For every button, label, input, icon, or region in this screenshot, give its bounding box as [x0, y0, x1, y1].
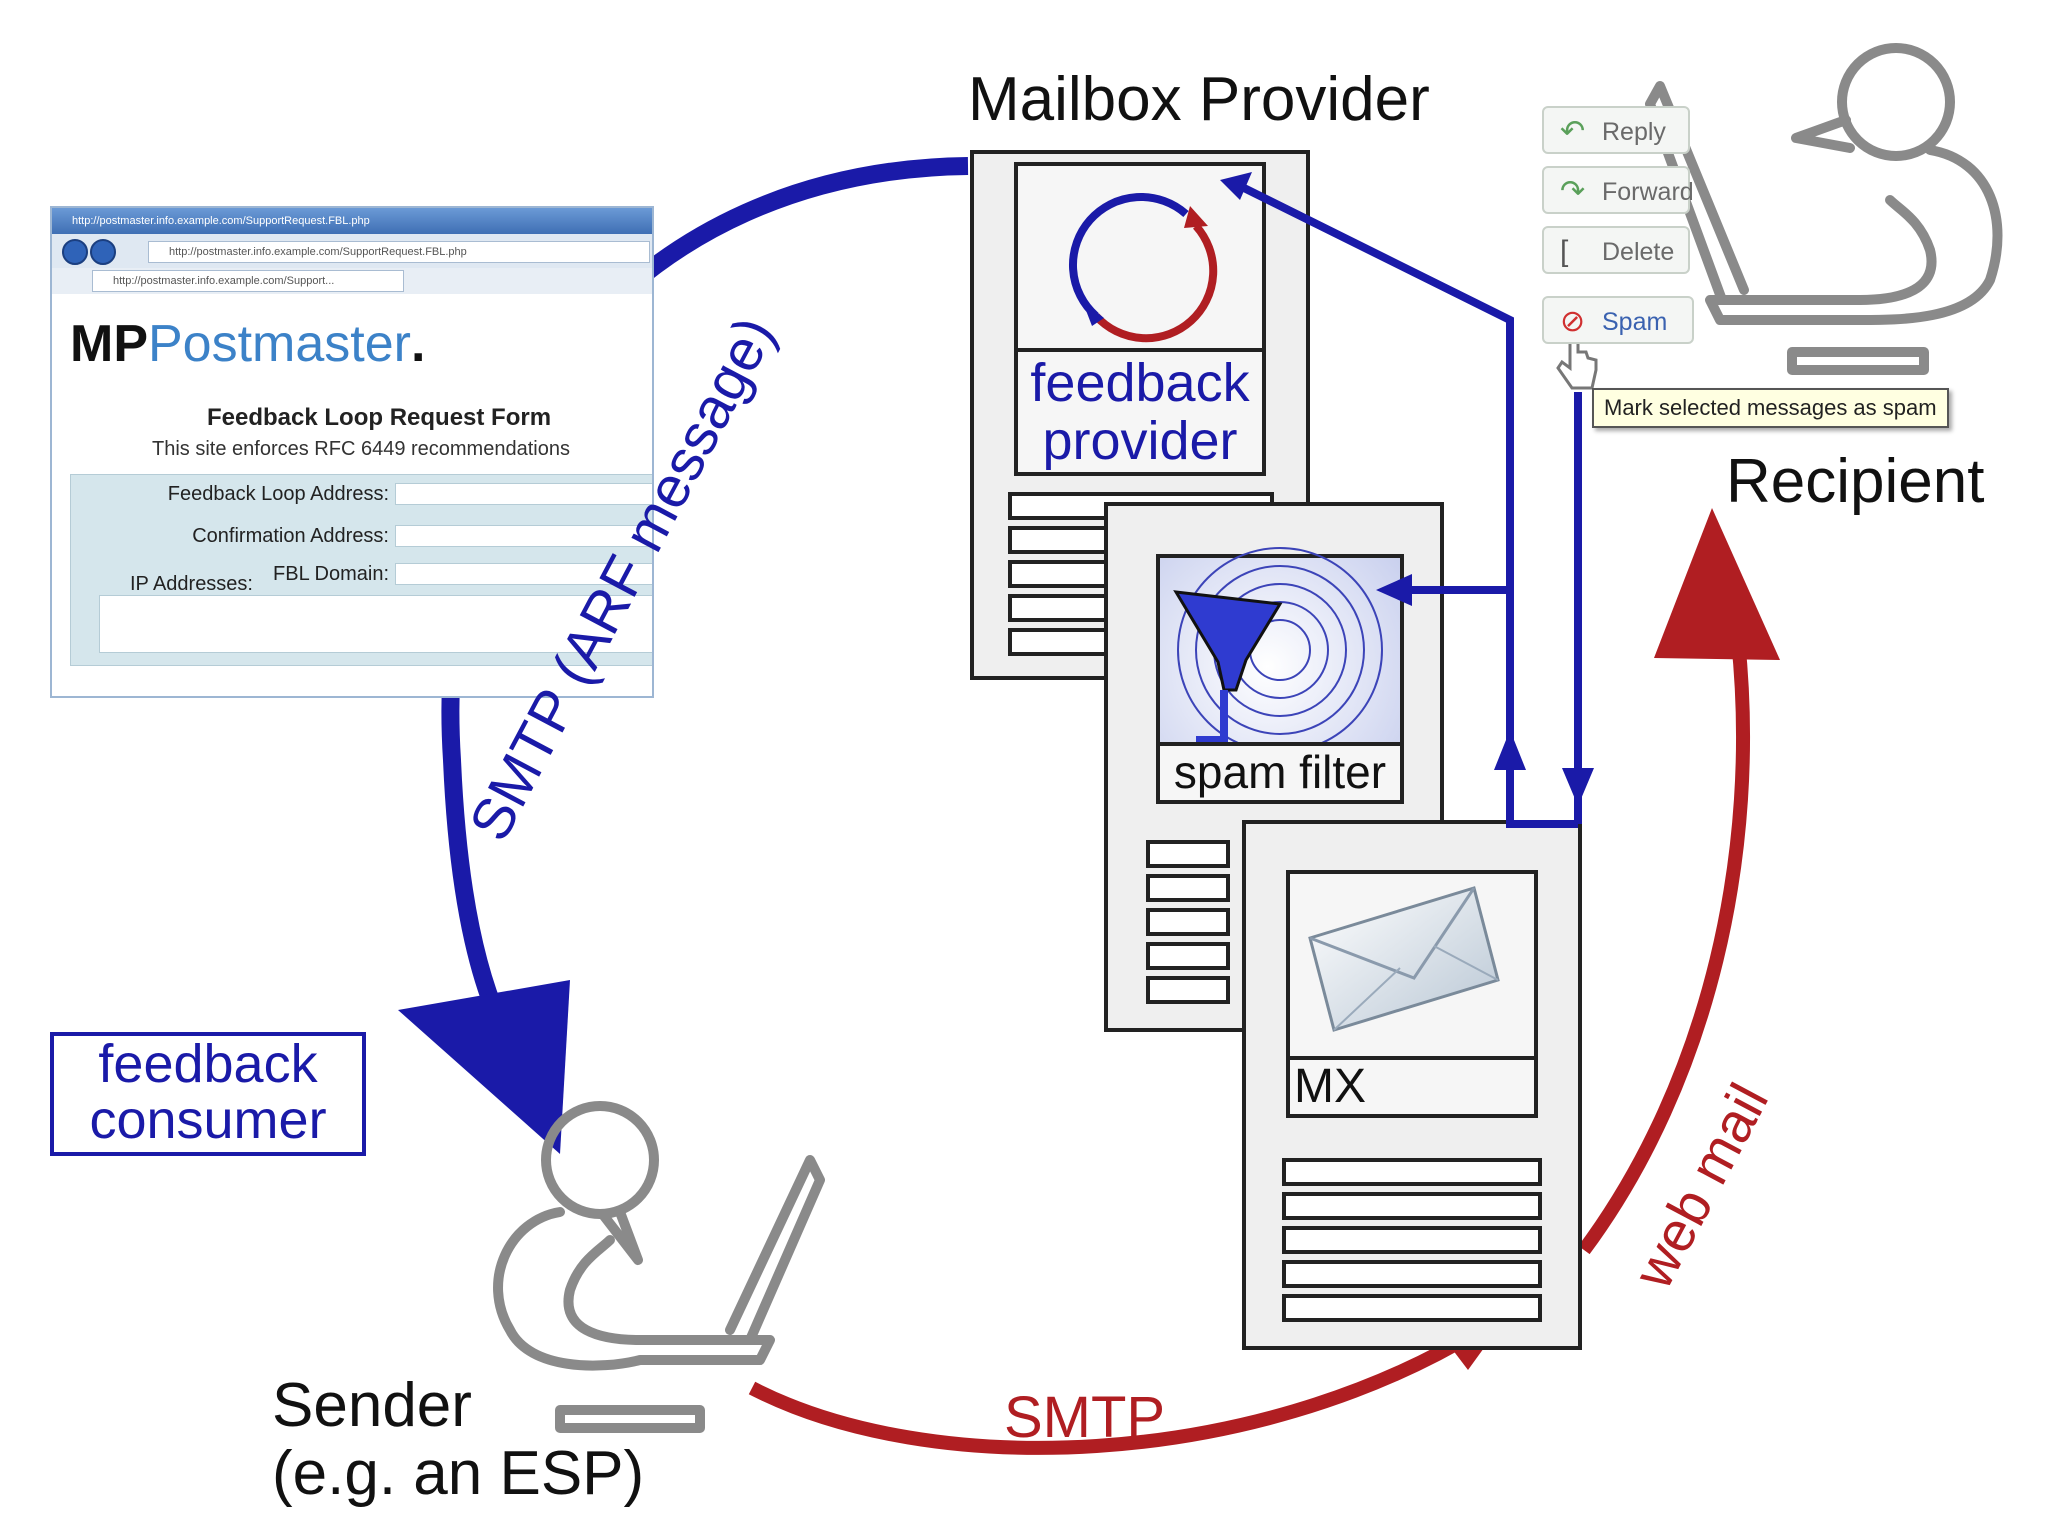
fbl-request-form: Feedback Loop Address: Confirmation Addr…	[70, 474, 652, 666]
internal-flow	[1238, 182, 1582, 828]
spam-button[interactable]: ⊘Spam	[1542, 296, 1694, 344]
recipient-label: Recipient	[1726, 447, 1985, 516]
recipient-person-icon	[1645, 43, 2003, 375]
no-entry-icon: ⊘	[1560, 305, 1586, 338]
browser-title-bar: http://postmaster.info.example.com/Suppo…	[52, 208, 652, 234]
fbl-domain-label: FBL Domain:	[273, 563, 389, 585]
feedback-loop-address-label: Feedback Loop Address:	[167, 483, 389, 505]
feedback-loop-address-input[interactable]	[395, 483, 652, 505]
browser-page: MPPostmaster. Feedback Loop Request Form…	[52, 294, 652, 696]
cycle-arrows-icon	[1069, 193, 1218, 343]
flow-arrow-up	[1494, 730, 1526, 770]
address-bar[interactable]: http://postmaster.info.example.com/Suppo…	[148, 241, 650, 263]
webmail-arrow-head	[1654, 508, 1780, 660]
back-button[interactable]	[62, 239, 88, 265]
smtp-label: SMTP	[1004, 1385, 1166, 1450]
spam-filter-label: spam filter	[1173, 746, 1387, 798]
reply-arrow-icon: ↶	[1560, 115, 1586, 148]
funnel-icon	[1173, 590, 1283, 744]
forward-arrow-icon: ↷	[1560, 175, 1586, 208]
delete-icon: [	[1560, 235, 1569, 268]
mx-server	[1242, 820, 1582, 1350]
brand-logo: MPPostmaster.	[70, 315, 426, 373]
flow-arrow-down	[1562, 768, 1594, 806]
mailbox-provider-title: Mailbox Provider	[968, 65, 1430, 134]
webmail-arc	[1578, 508, 1780, 1255]
arf-arrow-head	[398, 980, 570, 1154]
envelope-icon	[1308, 886, 1500, 1032]
mx-label: MX	[1294, 1060, 1366, 1113]
delete-button[interactable]: [Delete	[1542, 226, 1690, 274]
ip-addresses-label: IP Addresses:	[129, 573, 253, 595]
forward-button-mail[interactable]: ↷Forward	[1542, 166, 1694, 214]
browser-tab-bar: http://postmaster.info.example.com/Suppo…	[52, 268, 652, 294]
flow-arrow-provider	[1220, 172, 1252, 200]
confirmation-address-input[interactable]	[395, 525, 652, 547]
sender-label: Sender(e.g. an ESP)	[272, 1371, 645, 1508]
hand-cursor-icon	[1556, 340, 1598, 390]
browser-tab[interactable]: http://postmaster.info.example.com/Suppo…	[92, 270, 404, 292]
browser-nav-bar: http://postmaster.info.example.com/Suppo…	[52, 234, 652, 268]
reply-button[interactable]: ↶Reply	[1542, 106, 1690, 154]
form-title: Feedback Loop Request Form	[207, 404, 552, 431]
fbl-domain-input[interactable]	[395, 563, 652, 585]
spam-tooltip: Mark selected messages as spam	[1592, 388, 1949, 428]
flow-arrow-left	[1376, 574, 1412, 606]
confirmation-address-label: Confirmation Address:	[192, 525, 389, 547]
forward-button[interactable]	[90, 239, 116, 265]
form-subtitle: This site enforces RFC 6449 recommendati…	[152, 438, 570, 460]
sender-person-icon	[493, 1101, 825, 1433]
browser-window: http://postmaster.info.example.com/Suppo…	[50, 206, 654, 698]
ip-addresses-textarea[interactable]	[99, 595, 652, 653]
